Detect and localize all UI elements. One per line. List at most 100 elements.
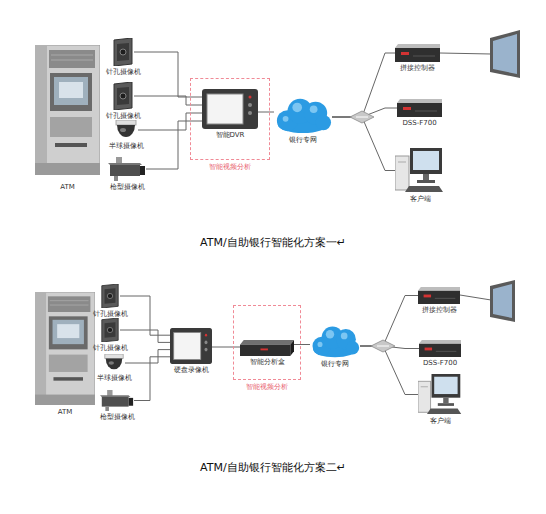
device-label: 客户端 <box>410 195 431 204</box>
device-label: ATM <box>58 408 73 417</box>
switch-mark <box>356 117 368 118</box>
icon-part <box>423 174 429 180</box>
icon-part <box>290 340 294 356</box>
icon-part <box>207 94 243 124</box>
pin-icon <box>112 82 134 110</box>
dome-camera: 半球摄像机 <box>114 120 138 151</box>
icon-part <box>395 48 440 62</box>
icon-part <box>425 348 432 351</box>
video-wire <box>440 53 491 54</box>
icon-part <box>341 333 348 340</box>
pin-icon-box <box>112 38 134 66</box>
network-cable <box>138 113 202 130</box>
atm-icon-box <box>35 45 100 175</box>
icon-part <box>397 99 442 103</box>
pc-icon <box>395 148 445 193</box>
icon-part <box>114 176 118 181</box>
icon-part <box>418 287 460 291</box>
icon-part <box>205 341 208 345</box>
group-label: 智能视频分析 <box>246 383 288 392</box>
icon-part <box>53 320 84 344</box>
device-label: DSS-F700 <box>423 359 457 368</box>
rack-icon-box <box>395 44 440 62</box>
device-label: 半球摄像机 <box>97 374 132 383</box>
smart-dvr: 智能DVR <box>202 89 258 140</box>
pin-icon <box>100 284 120 308</box>
dome-icon <box>114 120 138 140</box>
icon-part <box>105 322 116 337</box>
icon-part <box>395 44 440 48</box>
analysis-group: 智能视频分析智能DVR <box>190 78 270 160</box>
icon-part <box>105 288 116 303</box>
icon-part <box>116 120 136 125</box>
hard-disk-recorder: 硬盘录像机 <box>170 328 212 375</box>
atm-icon <box>35 292 95 405</box>
icon-part <box>434 377 457 394</box>
icon-part <box>260 348 267 350</box>
icon-part <box>435 298 456 299</box>
icon-part <box>49 316 88 349</box>
icon-part <box>49 355 88 372</box>
dome-camera: 半球摄像机 <box>103 354 125 383</box>
bank-network-cloud: 银行专网 <box>274 96 332 145</box>
dome-icon <box>103 354 125 372</box>
icon-part <box>48 296 90 312</box>
icon-part <box>35 395 95 405</box>
network-cable <box>125 350 170 363</box>
icon-part <box>114 82 132 110</box>
icon-part <box>50 117 92 137</box>
switch-mark <box>377 346 389 347</box>
icon-part <box>436 351 457 352</box>
rack-icon <box>418 287 460 304</box>
figure-caption: ATM/自助银行智能化方案一↵ <box>0 236 546 250</box>
pinhole-camera: 针孔摄像机 <box>112 82 134 121</box>
icon-part <box>240 340 294 345</box>
pin-icon <box>112 38 134 66</box>
pin-icon <box>100 318 120 342</box>
device-label: 拼接控制器 <box>422 306 457 315</box>
device-label: 客户端 <box>430 417 451 426</box>
icon-part <box>35 292 46 405</box>
pc-icon <box>418 374 463 415</box>
device-label: 枪型摄像机 <box>100 413 135 422</box>
icon-part <box>35 163 100 175</box>
dss-server: DSS-F700 <box>419 340 461 368</box>
dvr-icon-box <box>202 89 258 129</box>
icon-part <box>248 103 252 107</box>
network-cable <box>146 121 202 169</box>
icon-part <box>415 111 437 112</box>
rack-icon <box>395 44 440 62</box>
icon-part <box>102 284 118 308</box>
device-label: 智能DVR <box>216 131 245 140</box>
icon-part <box>140 166 145 175</box>
icon-part <box>59 82 83 98</box>
monitor-screen <box>493 34 517 74</box>
icon-part <box>35 45 47 175</box>
icon-part <box>105 407 109 411</box>
device-label: 针孔摄像机 <box>93 344 128 353</box>
gun-icon-box <box>100 390 134 411</box>
network-cable <box>360 346 418 395</box>
rack-icon <box>419 340 461 357</box>
icon-part <box>107 327 112 332</box>
icon-part <box>443 398 448 403</box>
icon-part <box>316 115 331 130</box>
bullet-camera: 枪型摄像机 <box>108 157 146 192</box>
icon-part <box>107 293 112 298</box>
device-label: 智能分析盒 <box>250 358 285 367</box>
network-cable <box>360 296 418 347</box>
pinhole-camera: 针孔摄像机 <box>112 38 134 77</box>
device-label: 针孔摄像机 <box>106 68 141 77</box>
icon-part <box>427 409 461 414</box>
client-pc: 客户端 <box>395 148 445 204</box>
icon-part <box>326 330 334 339</box>
network-switch <box>371 340 395 352</box>
dome-icon-box <box>114 120 138 140</box>
dvr-icon <box>170 328 212 364</box>
dss-server: DSS-F700 <box>397 99 442 128</box>
icon-part <box>419 340 461 344</box>
icon-part <box>51 55 93 56</box>
network-switch <box>350 111 374 123</box>
icon-part <box>57 324 79 338</box>
